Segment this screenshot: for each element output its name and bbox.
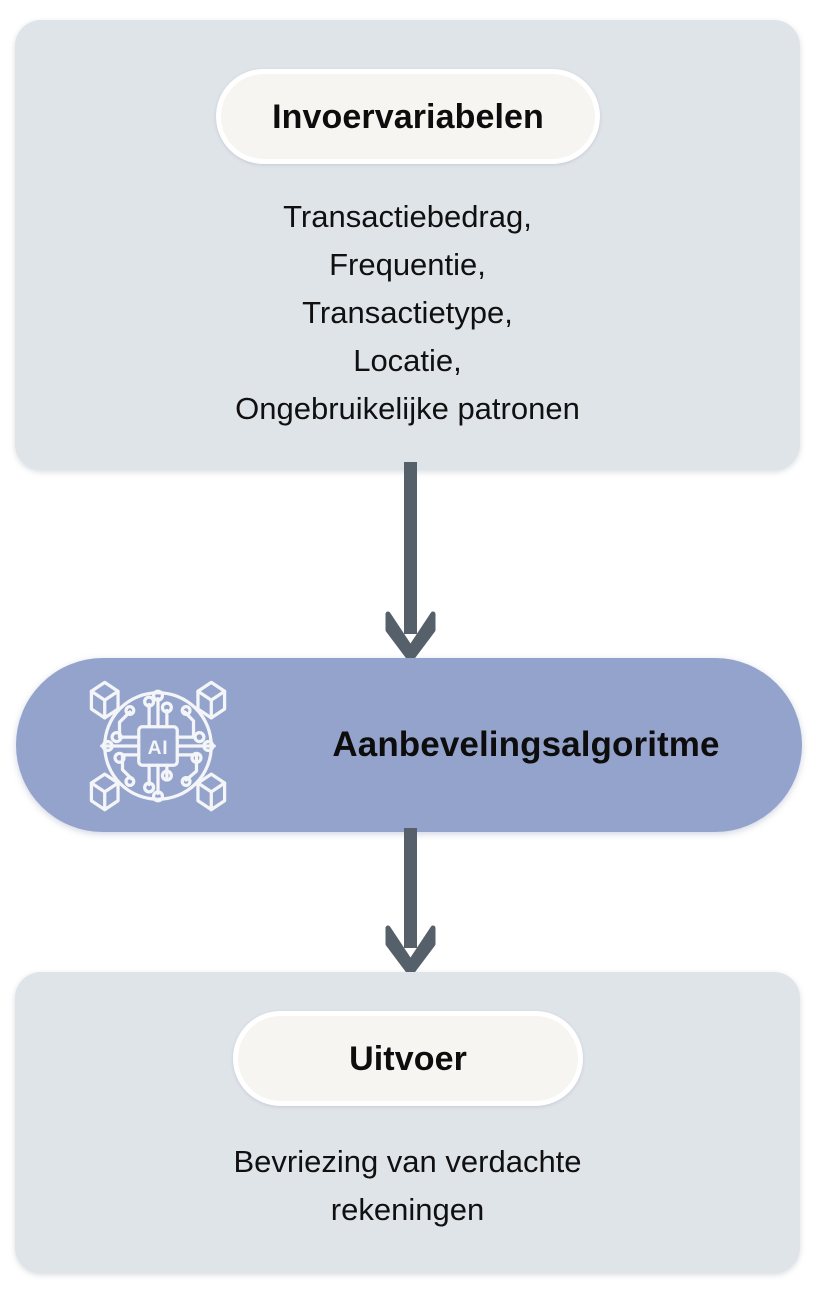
output-badge: Uitvoer bbox=[233, 1011, 583, 1106]
algorithm-panel: Aanbevelingsalgoritme bbox=[16, 658, 802, 832]
input-variables-badge-label: Invoervariabelen bbox=[272, 97, 544, 136]
algorithm-label: Aanbevelingsalgoritme bbox=[332, 725, 720, 764]
input-variables-badge: Invoervariabelen bbox=[216, 69, 600, 164]
ai-chip-text: AI bbox=[148, 738, 169, 759]
output-description: Bevriezing van verdachte rekeningen bbox=[233, 1144, 582, 1228]
arrow-algorithm-to-output-icon bbox=[385, 828, 436, 977]
input-variables-list: Transactiebedrag, Frequentie, Transactie… bbox=[235, 199, 580, 427]
ai-chip-icon: AI bbox=[89, 680, 227, 812]
arrow-input-to-algorithm-icon bbox=[385, 462, 436, 663]
output-badge-label: Uitvoer bbox=[349, 1039, 467, 1078]
